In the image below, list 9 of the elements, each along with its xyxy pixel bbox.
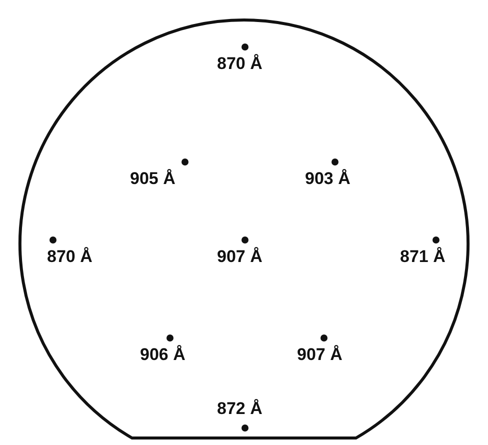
thickness-value: 870 Å xyxy=(47,247,92,267)
thickness-value: 870 Å xyxy=(217,54,262,74)
thickness-value: 905 Å xyxy=(130,169,176,189)
thickness-value: 906 Å xyxy=(140,345,186,365)
thickness-value: 872 Å xyxy=(217,399,262,419)
thickness-value: 871 Å xyxy=(400,247,446,267)
thickness-value: 907 Å xyxy=(297,345,342,365)
thickness-value: 903 Å xyxy=(305,169,350,189)
thickness-value: 907 Å xyxy=(217,247,262,267)
